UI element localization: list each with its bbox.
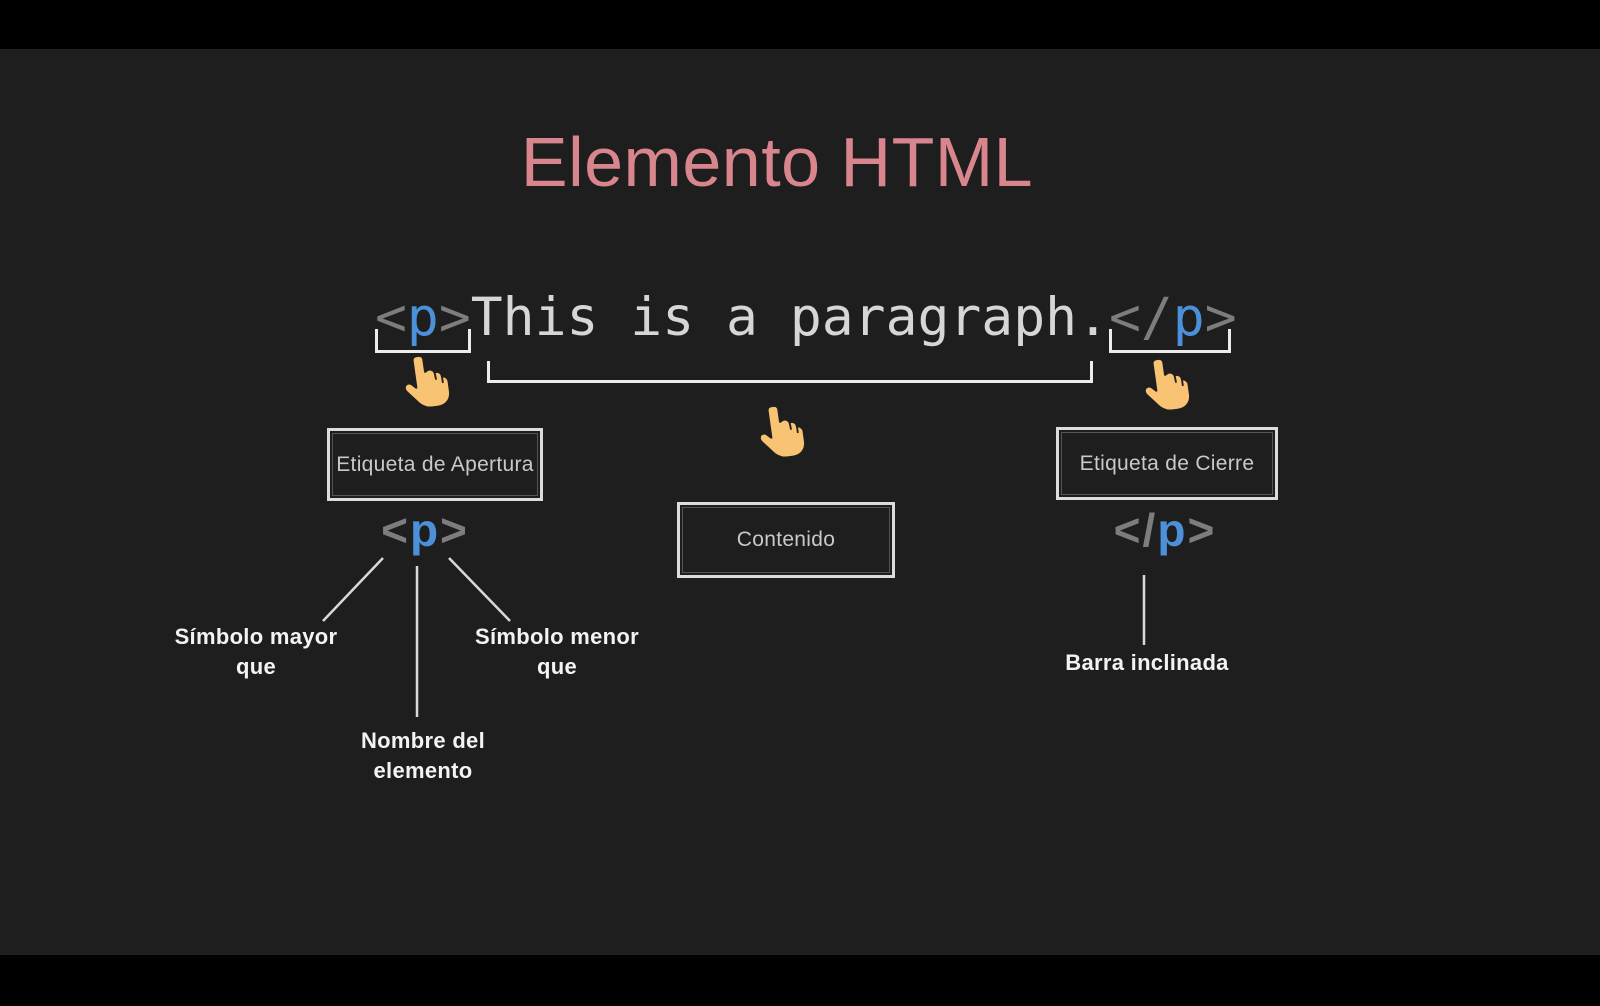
pointing-hand-icon	[1143, 357, 1192, 412]
label-line: Barra inclinada	[1065, 650, 1229, 675]
pointing-hand-icon	[403, 354, 452, 409]
closing-tag-box: Etiqueta de Cierre	[1056, 427, 1278, 500]
label-line: que	[235, 654, 276, 679]
letterbox-bottom	[0, 955, 1600, 1006]
pointing-hand-icon	[758, 404, 807, 459]
close-tag-slash: /	[1140, 287, 1173, 348]
code-snippet: <p>This is a paragraph.</p>	[375, 291, 1237, 344]
page-title: Elemento HTML	[520, 123, 1034, 201]
label-line: elemento	[373, 758, 473, 783]
underbrace-opening-tag	[375, 329, 471, 353]
code-content-text: This is a paragraph.	[470, 287, 1109, 348]
content-box-label: Contenido	[736, 528, 836, 551]
label-line: Símbolo mayor	[174, 624, 338, 649]
label-line: Símbolo menor	[474, 624, 640, 649]
content-box: Contenido	[677, 502, 895, 578]
open-tag-gt: >	[438, 287, 471, 348]
big-opening-tag: <p>	[345, 503, 505, 557]
label-element-name: Nombre del elemento	[323, 726, 523, 786]
label-line: Nombre del	[360, 728, 486, 753]
close-tag-name: p	[1172, 287, 1205, 348]
open-tag-lt: <	[375, 287, 407, 348]
big-close-tag-name: p	[1157, 504, 1188, 556]
opening-tag-box-label: Etiqueta de Apertura	[336, 452, 534, 476]
label-line: que	[536, 654, 577, 679]
label-less-than-symbol: Símbolo menor que	[457, 622, 657, 682]
big-close-gt: >	[1187, 504, 1217, 556]
letterbox-top	[0, 0, 1600, 49]
label-slash: Barra inclinada	[1022, 648, 1272, 678]
close-tag-lt: <	[1108, 287, 1141, 348]
label-greater-than-symbol: Símbolo mayor que	[156, 622, 356, 682]
opening-tag-box: Etiqueta de Apertura	[327, 428, 543, 501]
underbrace-closing-tag	[1109, 329, 1231, 353]
close-tag-gt: >	[1204, 287, 1237, 348]
big-close-slash: /	[1142, 504, 1158, 556]
big-open-lt: <	[381, 504, 410, 556]
big-open-gt: >	[440, 504, 469, 556]
big-close-lt: <	[1113, 504, 1143, 556]
big-closing-tag: </p>	[1065, 503, 1265, 557]
underbrace-content	[487, 361, 1093, 383]
open-tag-name: p	[406, 287, 439, 348]
big-open-tag-name: p	[409, 504, 441, 556]
closing-tag-box-label: Etiqueta de Cierre	[1079, 451, 1255, 475]
